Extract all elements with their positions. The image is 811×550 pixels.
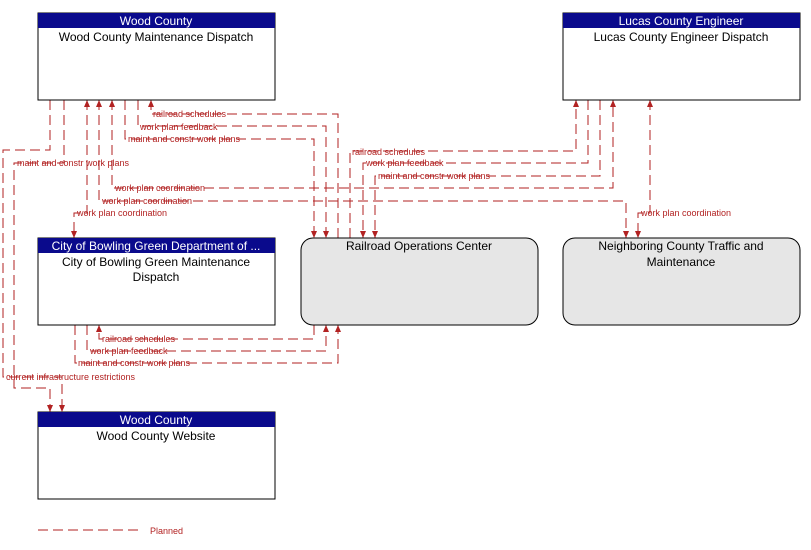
node-bowling-green-maintenance-dispatch: City of Bowling Green Department of ... … (37, 237, 276, 326)
flow-wood-neighbor-coord (96, 100, 629, 238)
legend: Planned (38, 526, 183, 536)
node-title: Railroad Operations Center (346, 239, 492, 253)
flow-lucas-rr-feedback (360, 100, 589, 238)
node-neighboring-county-traffic-maintenance: Neighboring County Traffic and Maintenan… (562, 237, 801, 326)
flow-bg-rr-schedules (96, 325, 315, 340)
node-wood-county-website: Wood County Wood County Website (37, 411, 276, 500)
flow-label-lucas-rr-feedback: work plan feedback (365, 158, 444, 168)
flow-label-wood-lucas-coord: work plan coordination (114, 183, 205, 193)
node-header: City of Bowling Green Department of ... (52, 239, 261, 253)
flow-label-wood-neighbor-coord: work plan coordination (101, 196, 192, 206)
node-wood-county-maintenance-dispatch: Wood County Wood County Maintenance Disp… (37, 12, 276, 101)
flow-label-bg-rr-schedules: railroad schedules (102, 334, 176, 344)
flow-label-wood-website-plans: maint and constr work plans (17, 158, 130, 168)
flow-label-wood-rr-plans: maint and constr work plans (128, 134, 241, 144)
flow-wood-lucas-coord (109, 100, 616, 189)
node-header: Lucas County Engineer (619, 14, 744, 28)
flow-wood-rr-feedback (137, 100, 329, 238)
flow-website-restrictions (2, 100, 65, 412)
node-title-line1: City of Bowling Green Maintenance (62, 255, 250, 269)
node-header: Wood County (120, 413, 193, 427)
flow-label-wood-rr-schedules: railroad schedules (153, 109, 227, 119)
flow-bg-rr-feedback (86, 325, 329, 352)
node-title-line2: Dispatch (133, 270, 180, 284)
flow-label-bg-rr-plans: maint and constr work plans (78, 358, 191, 368)
flow-label-website-restrictions: current infrastructure restrictions (6, 372, 136, 382)
flow-wood-website-plans (13, 100, 65, 412)
node-title: Wood County Website (97, 429, 216, 443)
node-title-line1: Neighboring County Traffic and (598, 239, 763, 253)
flow-lucas-rr-schedules (349, 100, 579, 238)
node-title-line2: Maintenance (647, 255, 716, 269)
flow-label-lucas-neighbor-coord: work plan coordination (640, 208, 731, 218)
flow-label-wood-bg-coord: work plan coordination (76, 208, 167, 218)
node-railroad-operations-center: Railroad Operations Center (300, 237, 539, 326)
flow-label-bg-rr-feedback: work plan feedback (89, 346, 168, 356)
flow-wood-rr-schedules (148, 100, 339, 238)
flow-label-lucas-rr-plans: maint and constr work plans (378, 171, 491, 181)
node-title: Lucas County Engineer Dispatch (594, 30, 769, 44)
node-lucas-county-engineer-dispatch: Lucas County Engineer Lucas County Engin… (562, 12, 801, 101)
flow-wood-bg-coord (71, 100, 90, 238)
legend-planned-label: Planned (150, 526, 183, 536)
node-title: Wood County Maintenance Dispatch (59, 30, 254, 44)
node-header: Wood County (120, 14, 193, 28)
flow-lucas-neighbor-coord (635, 100, 653, 238)
flow-bg-rr-plans (74, 325, 341, 364)
flow-label-wood-rr-feedback: work plan feedback (139, 122, 218, 132)
flow-lucas-rr-plans (372, 100, 601, 238)
flow-label-lucas-rr-schedules: railroad schedules (352, 147, 426, 157)
